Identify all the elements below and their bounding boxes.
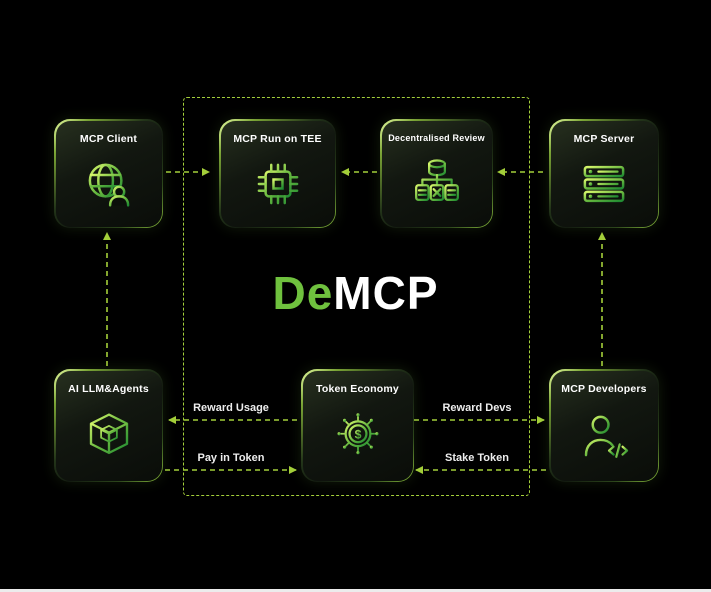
edge-label-reward-devs: Reward Devs	[442, 402, 512, 414]
node-title-mcp-developers: MCP Developers	[561, 382, 647, 395]
node-decentralised-review: Decentralised Review	[380, 119, 493, 228]
cube-icon	[89, 412, 128, 454]
node-title-token-economy: Token Economy	[316, 382, 399, 395]
node-title-decentralised-review: Decentralised Review	[388, 132, 485, 143]
cpu-chip-icon	[257, 163, 298, 204]
node-token-economy: Token Economy $	[301, 369, 414, 482]
demcp-logo: DeMCP	[0, 268, 711, 318]
node-title-mcp-server: MCP Server	[573, 132, 635, 145]
developer-code-icon	[584, 415, 629, 458]
node-title-mcp-run-on-tee: MCP Run on TEE	[233, 132, 322, 145]
page-bottom-edge	[0, 589, 711, 592]
globe-user-icon	[88, 163, 129, 207]
node-mcp-client: MCP Client	[54, 119, 163, 228]
server-rack-icon	[583, 165, 625, 202]
edge-label-pay-in-token: Pay in Token	[197, 452, 265, 464]
edge-label-reward-usage: Reward Usage	[193, 402, 269, 414]
node-title-mcp-client: MCP Client	[79, 132, 138, 145]
node-mcp-server: MCP Server	[549, 119, 659, 228]
logo-mcp: MCP	[333, 267, 439, 319]
database-network-icon	[414, 158, 459, 201]
core-boundary-frame	[183, 97, 530, 496]
node-ai-llm-agents: AI LLM&Agents	[54, 369, 163, 482]
node-mcp-run-on-tee: MCP Run on TEE	[219, 119, 336, 228]
node-mcp-developers: MCP Developers	[549, 369, 659, 482]
svg-text:$: $	[354, 427, 361, 441]
coin-dollar-icon: $	[337, 412, 378, 454]
node-title-ai-llm-agents: AI LLM&Agents	[68, 382, 149, 395]
edge-label-stake-token: Stake Token	[445, 452, 509, 464]
logo-de: De	[272, 267, 334, 319]
